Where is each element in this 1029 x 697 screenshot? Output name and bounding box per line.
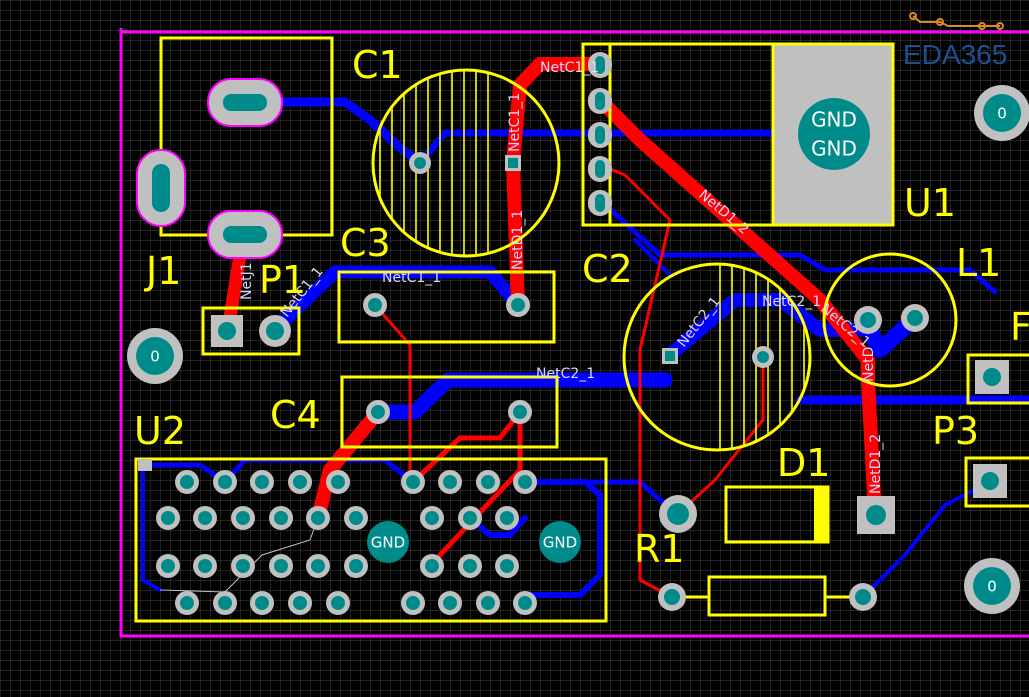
designators: C1 C3 C2 C4 J1 P1 U1 U2 L1 P3 D1 R1 F [134,43,1029,571]
l1-outline[interactable] [822,252,958,388]
p1-outline[interactable] [201,306,301,356]
net-label-netc2-c4: NetC2_1 [536,366,595,382]
u2-gnd-pad-left[interactable]: GND [367,521,409,563]
hole-label-left: 0 [150,348,160,366]
eda365-logo: EDA365 [903,12,1007,70]
designator-c1: C1 [352,43,403,87]
designator-r1: R1 [634,527,685,571]
p3-outline[interactable] [964,456,1029,508]
top-copper-layer [221,57,882,599]
designator-p1: P1 [259,258,306,302]
u1-gnd-pad[interactable] [798,98,870,170]
designator-l1: L1 [956,241,1001,285]
ratsnest [159,517,319,593]
net-label-netd-short: NetD [861,347,877,382]
u2-gnd-label-left: GND [371,534,405,552]
designator-c2: C2 [582,247,633,291]
mounting-hole-bottom-right[interactable]: 0 [964,558,1020,614]
designator-u1: U1 [904,181,956,225]
designator-partial-f: F [1010,305,1029,349]
u1-gnd-label-1: GND [811,108,857,132]
u2-outline[interactable] [134,457,608,623]
designator-c4: C4 [270,393,321,437]
u2-gnd-label-right: GND [543,534,577,552]
designator-p3: P3 [932,409,979,453]
j1-pads[interactable] [136,78,283,259]
u1-pins[interactable] [588,52,612,216]
designator-u2: U2 [134,409,186,453]
net-label-netd1-low: NetD1_2 [868,434,884,494]
brand-name: EDA365 [903,39,1007,70]
u1-gnd-label-2: GND [811,137,857,161]
hole-label-bottom-right: 0 [987,578,997,596]
c4-outline[interactable] [340,375,559,449]
u2-pin-holes [161,475,532,610]
pads-small[interactable] [211,152,1009,611]
net-label-netc1-c3: NetC1_1 [382,270,441,286]
net-label-netj1: NetJ1 [239,262,255,300]
net-label-netc2-b: NetC2_1 [762,294,821,310]
designator-j1: J1 [144,249,181,293]
f-outline[interactable] [966,353,1029,405]
hole-label-top-right: 0 [997,105,1007,123]
u2-gnd-pad-right[interactable]: GND [539,521,581,563]
net-label-netc1-vert: NetC1_1 [507,93,523,152]
net-label-netc1-top: NetC1_1 [540,60,599,76]
mounting-hole-left[interactable]: 0 [127,328,183,384]
d1-cathode-band [814,487,828,542]
logo-circuit-icon [909,12,1004,30]
net-label-netd1-vert: NetD1_1 [510,210,526,270]
designator-c3: C3 [340,221,391,265]
c3-outline[interactable] [337,270,556,344]
designator-d1: D1 [777,441,830,485]
board-outline [119,28,1029,638]
mounting-hole-top-right[interactable]: 0 [974,85,1029,141]
